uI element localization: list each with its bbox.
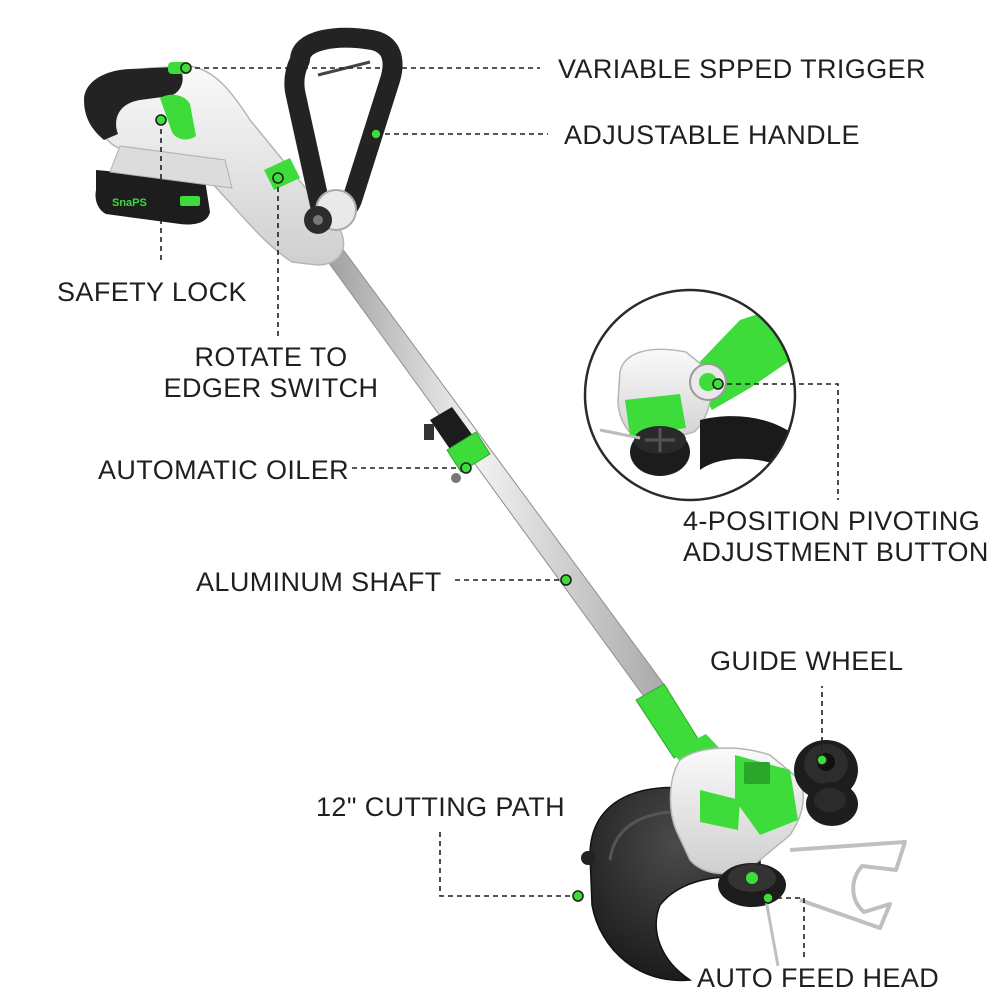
label-cutting-path: 12" CUTTING PATH	[316, 792, 566, 822]
label-safety-lock: SAFETY LOCK	[57, 277, 247, 307]
callout-dots	[155, 62, 828, 904]
leader-lines	[160, 67, 839, 960]
label-edger-line1: ROTATE TO	[194, 342, 348, 372]
guide-wheel	[794, 740, 858, 826]
oiler-collar	[424, 407, 491, 483]
motor-housing	[581, 683, 907, 982]
label-pivot-line2: ADJUSTMENT BUTTON	[683, 537, 989, 567]
label-pivot-line1: 4-POSITION PIVOTING	[683, 506, 981, 536]
label-edger-line2: EDGER SWITCH	[163, 373, 379, 403]
label-edger-switch: ROTATE TO EDGER SWITCH	[160, 342, 382, 404]
label-guide-wheel: GUIDE WHEEL	[710, 646, 904, 676]
label-feed-head: AUTO FEED HEAD	[697, 963, 940, 993]
green-dot-icon	[762, 892, 774, 904]
aluminum-shaft	[317, 239, 669, 703]
green-dot-icon	[560, 574, 572, 586]
battery-logo: SnaPS	[112, 197, 147, 209]
label-handle: ADJUSTABLE HANDLE	[564, 120, 860, 150]
magnifier-inset-icon	[583, 288, 797, 502]
label-pivot-button: 4-POSITION PIVOTING ADJUSTMENT BUTTON	[683, 506, 989, 568]
handle-assembly: SnaPS	[84, 27, 403, 266]
label-shaft: ALUMINUM SHAFT	[196, 567, 442, 597]
green-dot-icon	[460, 462, 472, 474]
green-dot-icon	[155, 114, 167, 126]
green-dot-icon	[816, 754, 828, 766]
green-dot-icon	[712, 378, 724, 390]
label-trigger: VARIABLE SPPED TRIGGER	[558, 54, 926, 84]
pivot-inset	[583, 288, 797, 502]
green-dot-icon	[572, 890, 584, 902]
green-dot-icon	[370, 128, 382, 140]
green-dot-icon	[180, 62, 192, 74]
green-dot-icon	[272, 172, 284, 184]
label-oiler: AUTOMATIC OILER	[98, 455, 350, 485]
